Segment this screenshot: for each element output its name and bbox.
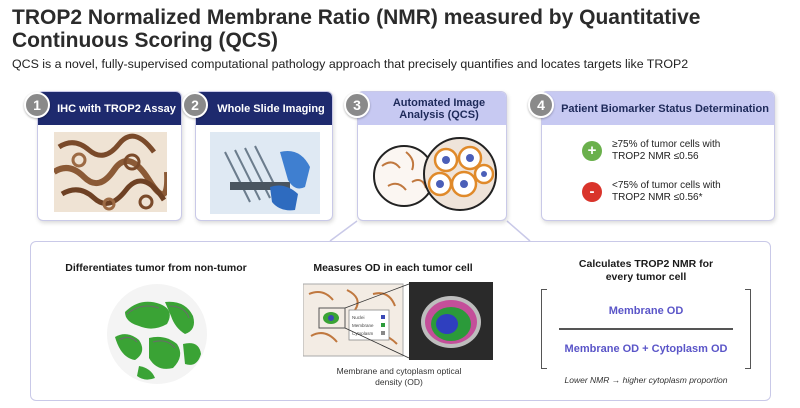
fraction-bar [559, 328, 733, 330]
legend-cytoplasm: Cytoplasm [352, 331, 374, 336]
qcs-analysis-image [373, 137, 497, 211]
positive-line-2: TROP2 NMR ≤0.56 [612, 151, 699, 162]
step-1-card: IHC with TROP2 Assay [37, 91, 182, 221]
nmr-title-line-1: Calculates TROP2 NMR for [578, 258, 714, 270]
minus-icon: - [582, 182, 602, 202]
formula-bracket-left [541, 289, 547, 369]
formula-numerator: Membrane OD [608, 305, 684, 317]
od-caption: Membrane and cytoplasm optical density (… [303, 366, 495, 388]
step-4-number: 4 [528, 92, 554, 118]
legend-membrane: Membrane [352, 323, 374, 328]
page-subtitle: QCS is a novel, fully-supervised computa… [12, 57, 689, 71]
nmr-title-line-2: every tumor cell [605, 271, 687, 283]
step-2-number: 2 [182, 92, 208, 118]
qcs-detail-panel: Differentiates tumor from non-tumor Meas… [30, 241, 771, 401]
od-measure-title: Measures OD in each tumor cell [313, 262, 473, 274]
step-4-card: Patient Biomarker Status Determination +… [541, 91, 775, 221]
negative-line-1: <75% of tumor cells with [612, 180, 721, 191]
formula-denominator: Membrane OD + Cytoplasm OD [564, 343, 728, 355]
legend-nuclei: Nuclei [352, 315, 365, 320]
page-title: TROP2 Normalized Membrane Ratio (NMR) me… [12, 6, 701, 52]
step-2-card: Whole Slide Imaging [195, 91, 333, 221]
od-caption-line-1: Membrane and cytoplasm optical [336, 366, 462, 376]
step-3-card: Automated Image Analysis (QCS) [357, 91, 507, 221]
positive-line-1: ≥75% of tumor cells with [612, 139, 721, 150]
tumor-segmentation-image [107, 284, 207, 384]
formula-bracket-right [745, 289, 751, 369]
tumor-detection-title: Differentiates tumor from non-tumor [65, 262, 247, 274]
nmr-note: Lower NMR → higher cytoplasm proportion [564, 375, 728, 385]
step-1-number: 1 [24, 92, 50, 118]
step-2-title: Whole Slide Imaging [196, 92, 332, 125]
nmr-calc-title: Calculates TROP2 NMR for every tumor cel… [531, 258, 761, 284]
negative-line-2: TROP2 NMR ≤0.56* [612, 192, 703, 203]
od-caption-line-2: density (OD) [375, 377, 423, 387]
positive-outcome: + ≥75% of tumor cells with TROP2 NMR ≤0.… [582, 139, 720, 163]
step-3-title: Automated Image Analysis (QCS) [358, 92, 506, 125]
ihc-tissue-image [54, 132, 167, 212]
step-4-title: Patient Biomarker Status Determination [542, 92, 774, 125]
step-3-number: 3 [344, 92, 370, 118]
step-1-title: IHC with TROP2 Assay [38, 92, 181, 125]
plus-icon: + [582, 141, 602, 161]
slide-scanner-image [210, 132, 320, 214]
od-measurement-image: Nuclei Membrane Cytoplasm [303, 282, 493, 360]
negative-outcome: - <75% of tumor cells with TROP2 NMR ≤0.… [582, 180, 721, 204]
nmr-formula: Membrane OD Membrane OD + Cytoplasm OD [541, 287, 751, 369]
